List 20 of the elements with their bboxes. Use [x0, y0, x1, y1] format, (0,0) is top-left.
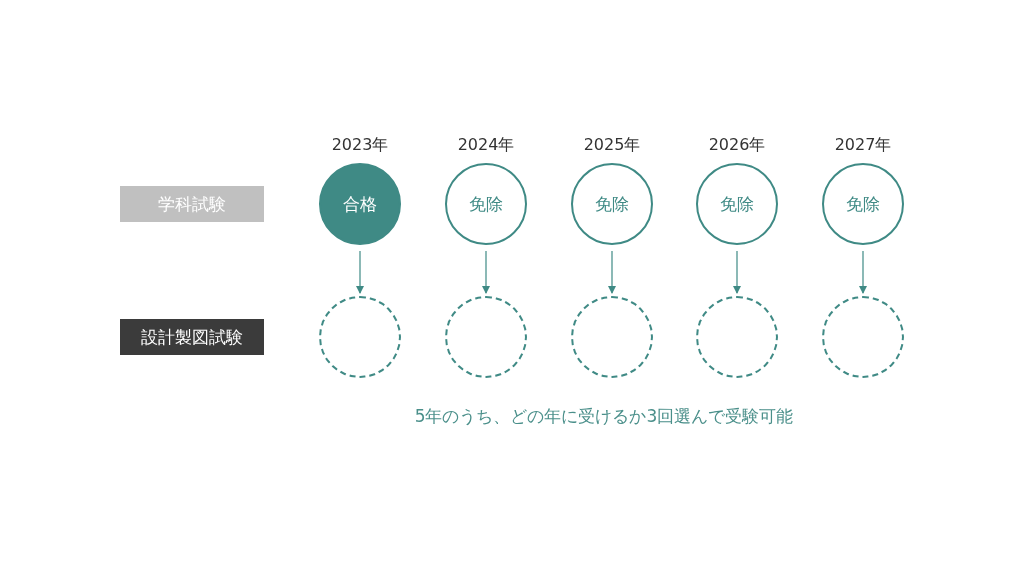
arrow — [608, 250, 616, 294]
node-text: 合格 — [343, 192, 377, 216]
arrow — [859, 250, 867, 294]
year-label: 2024年 — [457, 135, 515, 156]
year-label: 2027年 — [834, 135, 892, 156]
year-label: 2025年 — [583, 135, 641, 156]
node-text: 免除 — [595, 192, 629, 216]
node-text: 設計製図試験 — [141, 325, 243, 349]
node-text: 免除 — [720, 192, 754, 216]
exam-label-bar — [120, 186, 264, 222]
note-text: 5年のうち、どの年に受けるか3回選んで受験可能 — [414, 405, 794, 428]
node-text: 免除 — [469, 192, 503, 216]
exam-label-bar — [120, 319, 264, 355]
node-text: 学科試験 — [158, 192, 226, 216]
arrow — [356, 250, 364, 294]
arrow — [482, 250, 490, 294]
year-label: 2023年 — [331, 135, 389, 156]
arrow — [733, 250, 741, 294]
year-label: 2026年 — [708, 135, 766, 156]
node-text: 免除 — [846, 192, 880, 216]
